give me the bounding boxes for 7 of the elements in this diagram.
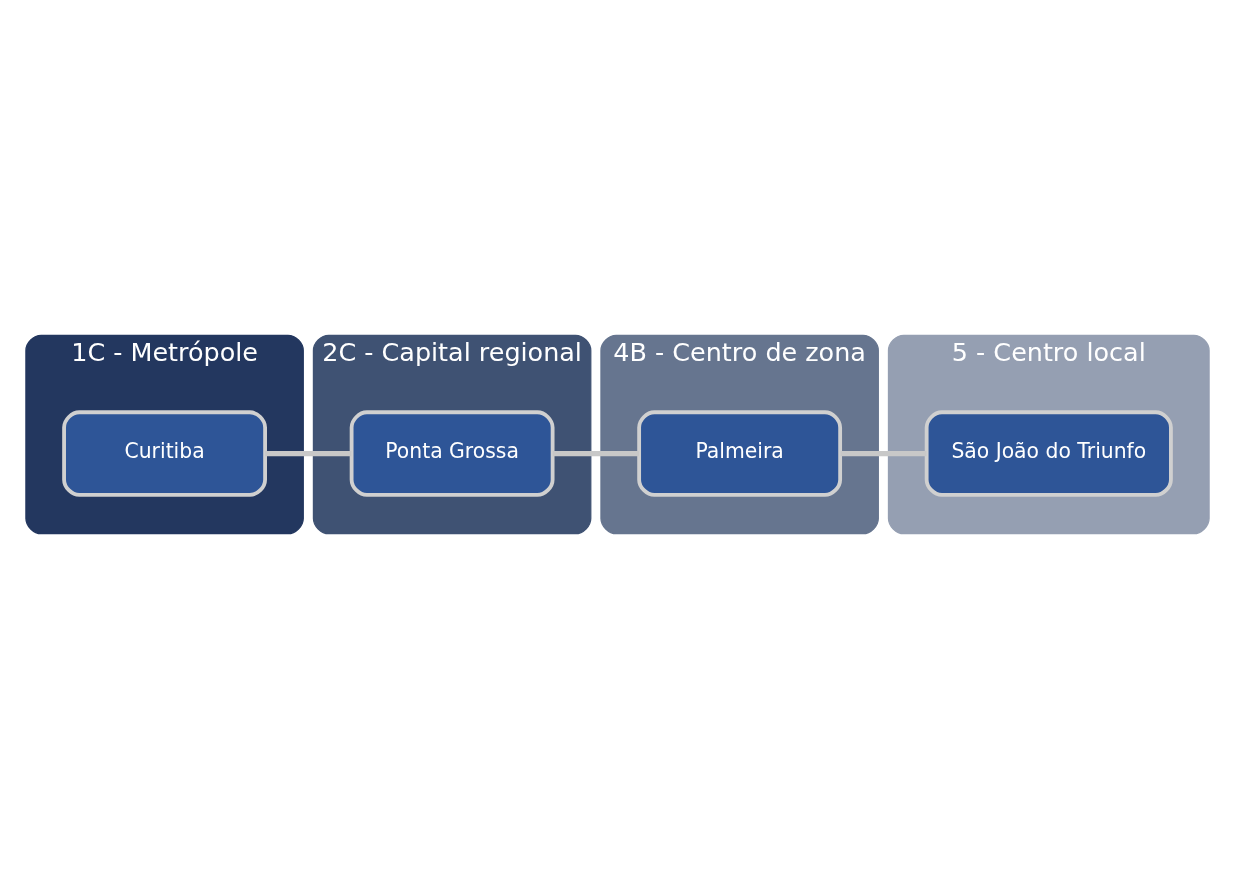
connector	[552, 451, 639, 457]
node-box: Ponta Grossa	[349, 410, 555, 497]
node-box: Palmeira	[637, 410, 843, 497]
node-box: São João do Triunfo	[924, 410, 1173, 497]
connector	[840, 451, 927, 457]
node-box: Curitiba	[62, 410, 267, 497]
connector	[265, 451, 352, 457]
